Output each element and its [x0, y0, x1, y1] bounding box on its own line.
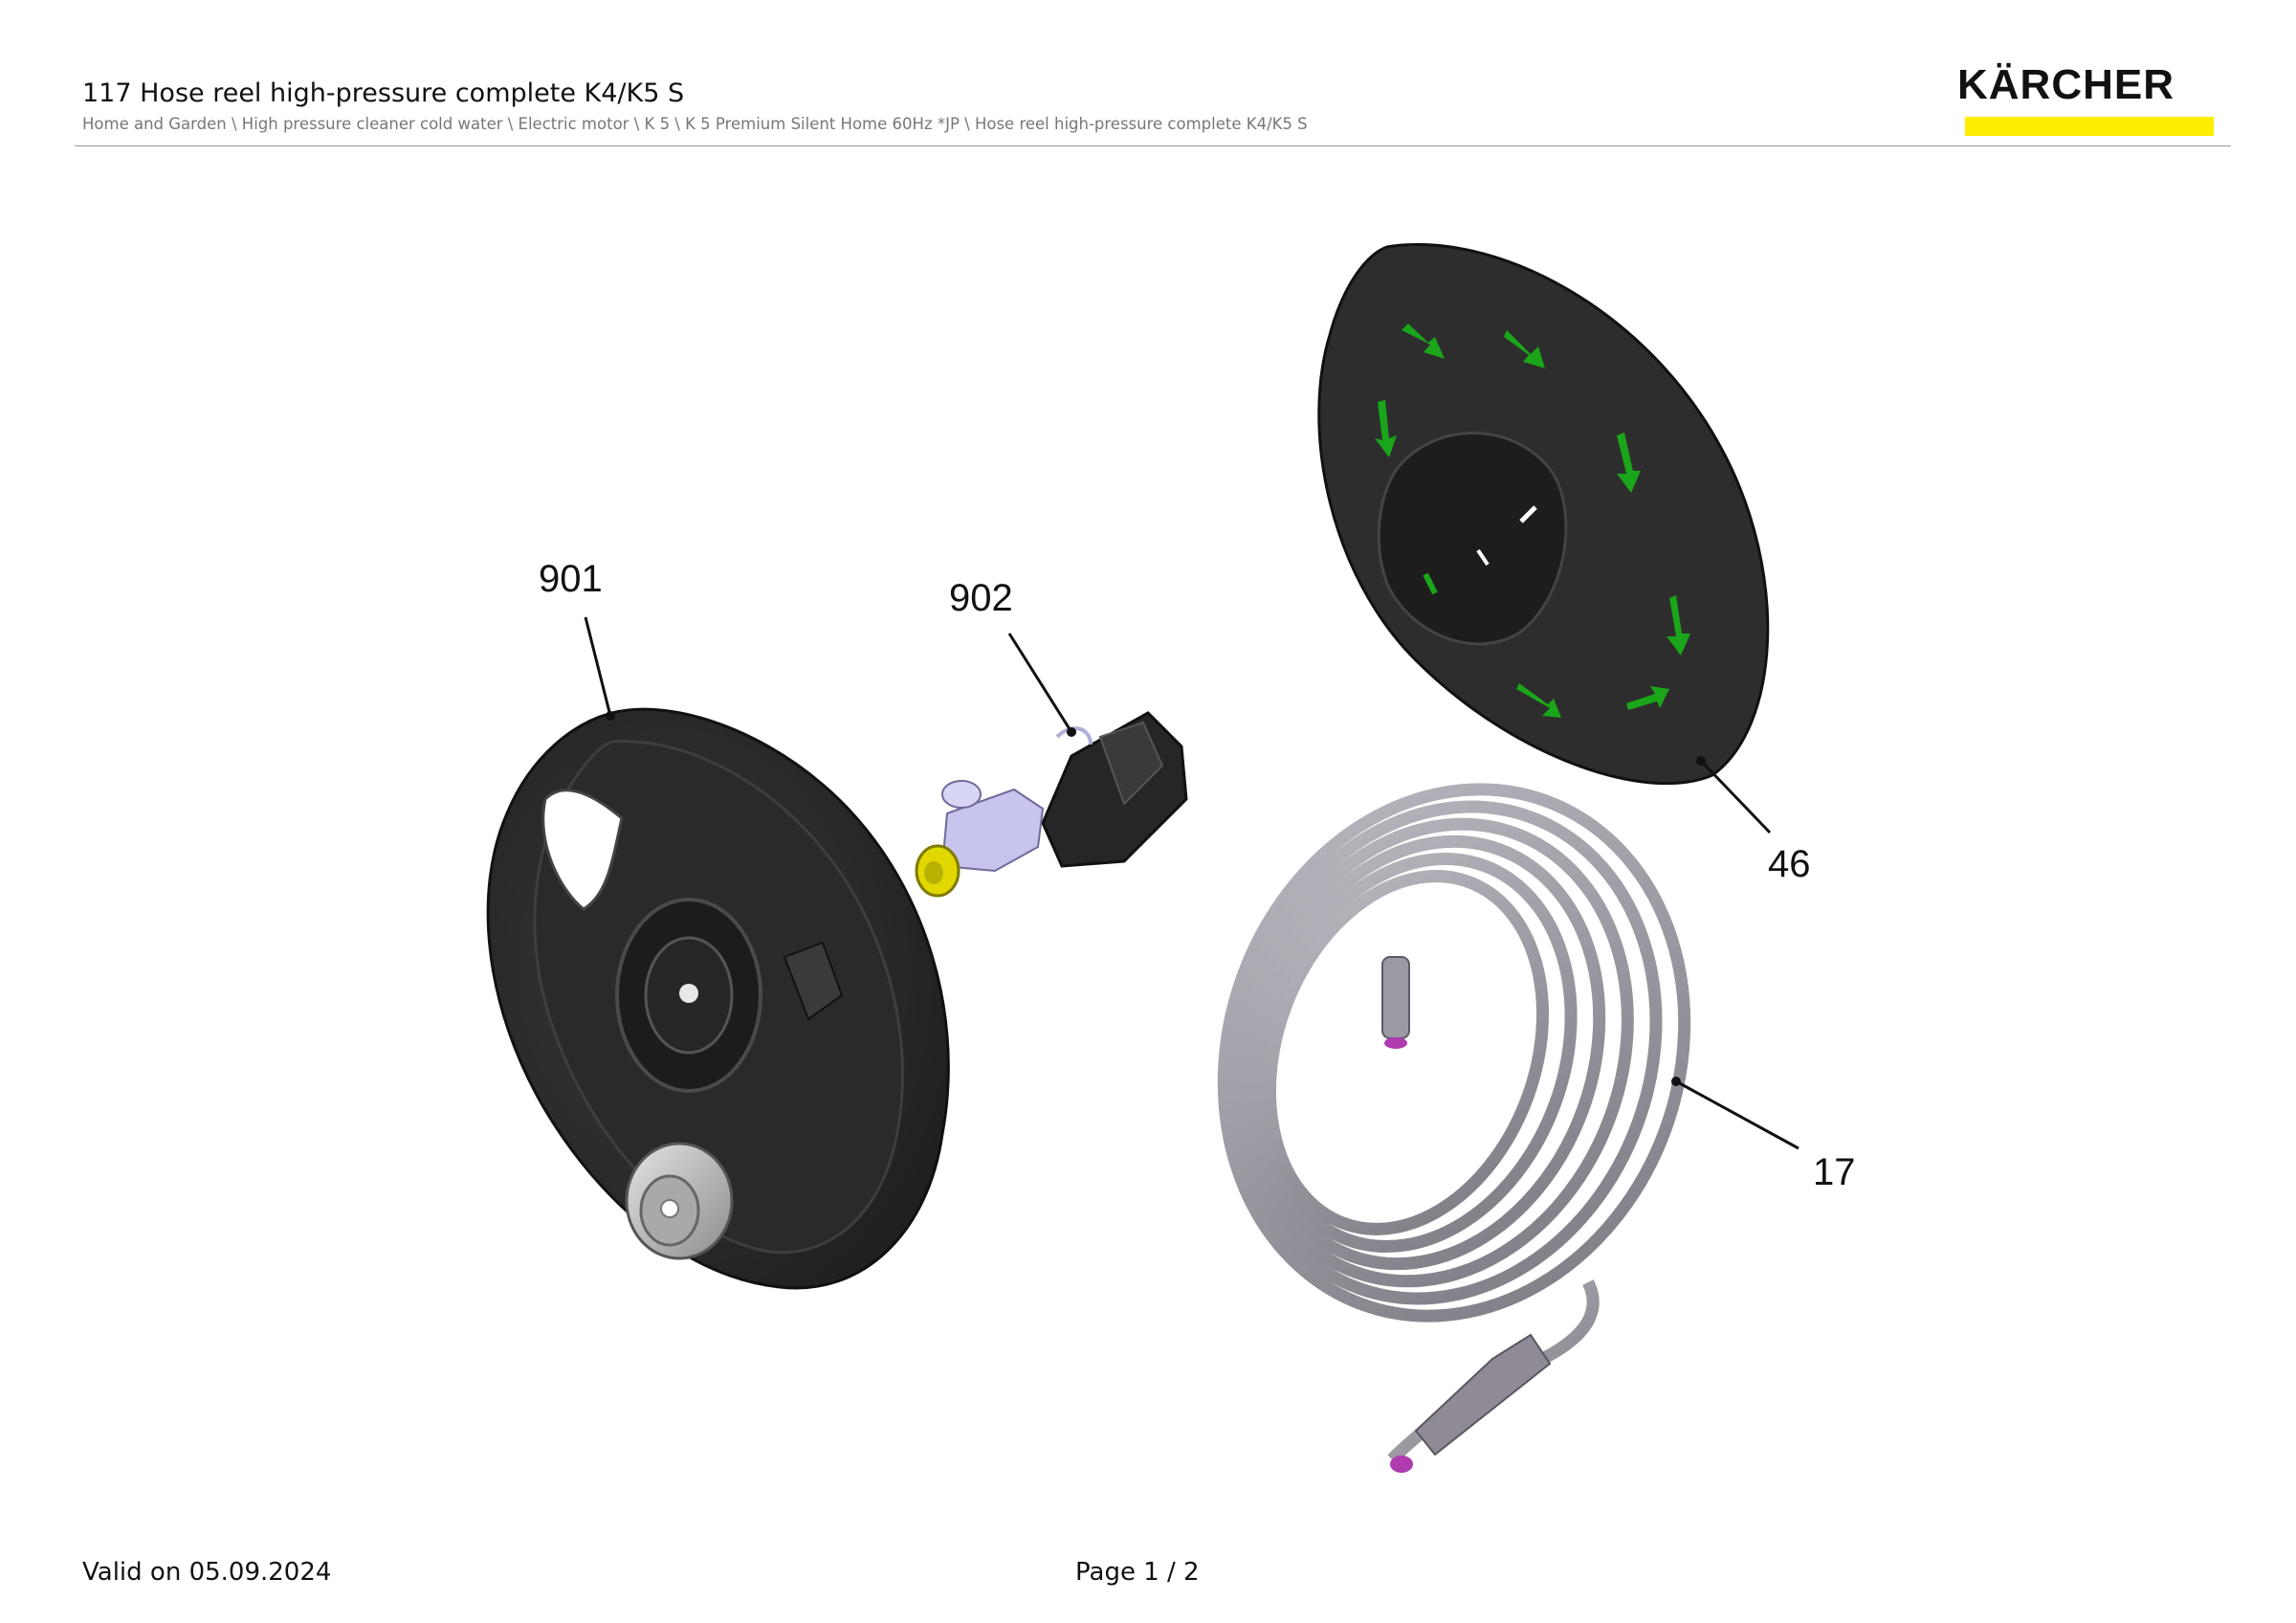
brand-logo-text: KÄRCHER	[1957, 61, 2175, 108]
breadcrumb[interactable]: Home and Garden \ High pressure cleaner …	[82, 115, 1308, 133]
callout-901[interactable]: 901	[539, 558, 603, 600]
hose-end-fittings	[1381, 956, 1552, 1473]
valid-date: Valid on 05.09.2024	[82, 1558, 332, 1587]
page-number: Page 1 / 2	[1075, 1558, 1200, 1587]
callout-end-dots	[606, 711, 1706, 1086]
part-46-reel-cover	[1317, 243, 1770, 786]
header-divider	[75, 145, 2231, 146]
part-902-rotary-coupling	[915, 711, 1188, 898]
brand-logo-bar	[1965, 117, 2214, 136]
callout-leader-lines	[584, 616, 1799, 1150]
brand-logo: KÄRCHER	[1957, 61, 2216, 138]
callout-46[interactable]: 46	[1768, 843, 1811, 885]
part-901-reel-side-plate	[486, 707, 950, 1290]
callout-902[interactable]: 902	[949, 577, 1013, 619]
page-title: 117 Hose reel high-pressure complete K4/…	[82, 78, 685, 108]
part-17-high-pressure-hose	[1217, 783, 1691, 1464]
callout-17[interactable]: 17	[1813, 1151, 1856, 1193]
